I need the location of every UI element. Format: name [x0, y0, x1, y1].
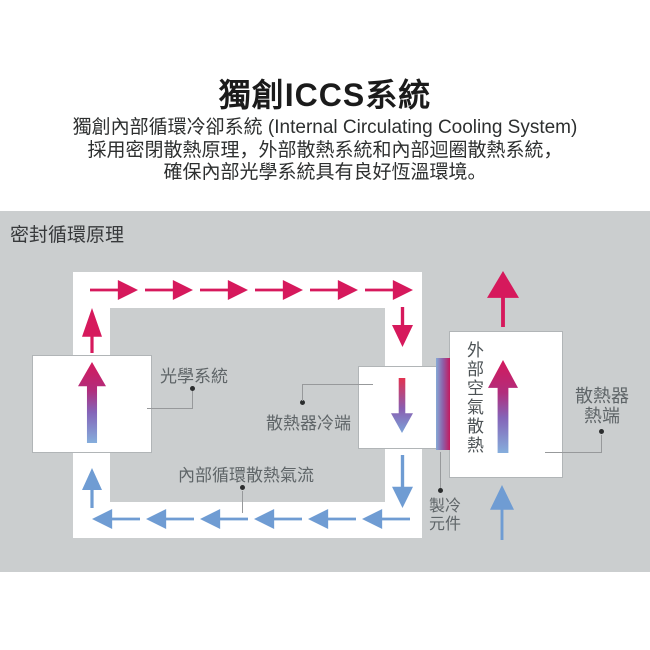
external-air-label: 外部空氣散熱: [464, 341, 483, 455]
leader-line: [302, 385, 303, 401]
internal-airflow-label: 內部循環散熱氣流: [178, 466, 314, 485]
page-title: 獨創ICCS系統: [218, 77, 432, 113]
leader-line: [601, 435, 602, 452]
circulation-loop-inner: [110, 308, 385, 502]
leader-dot: [599, 429, 604, 434]
leader-dot: [240, 485, 245, 490]
leader-dot: [300, 400, 305, 405]
leader-line: [440, 452, 441, 488]
cooling-element-strip: [436, 358, 450, 450]
optical-system-label: 光學系統: [160, 367, 228, 386]
description-line: 獨創內部循環冷卻系統 (Internal Circulating Cooling…: [72, 117, 578, 138]
leader-dot: [438, 488, 443, 493]
diagram-section-title: 密封循環原理: [10, 225, 125, 246]
leader-line: [242, 491, 243, 513]
description-line: 確保內部光學系統具有良好恆溫環境。: [163, 162, 487, 183]
leader-dot: [190, 386, 195, 391]
cooling-element-label: 製冷 元件: [428, 498, 461, 533]
leader-line: [302, 384, 373, 385]
leader-line: [192, 391, 193, 408]
radiator-hot-end-label: 散熱器 熱端: [575, 386, 629, 426]
radiator-cold-end-label: 散熱器冷端: [266, 414, 351, 433]
leader-line: [147, 408, 193, 409]
description-line: 採用密閉散熱原理，外部散熱系統和內部迴圈散熱系統，: [87, 139, 563, 161]
leader-line: [545, 452, 602, 453]
radiator-cold-end-box: [358, 366, 437, 449]
description-block: 獨創內部循環冷卻系統 (Internal Circulating Cooling…: [0, 117, 650, 185]
